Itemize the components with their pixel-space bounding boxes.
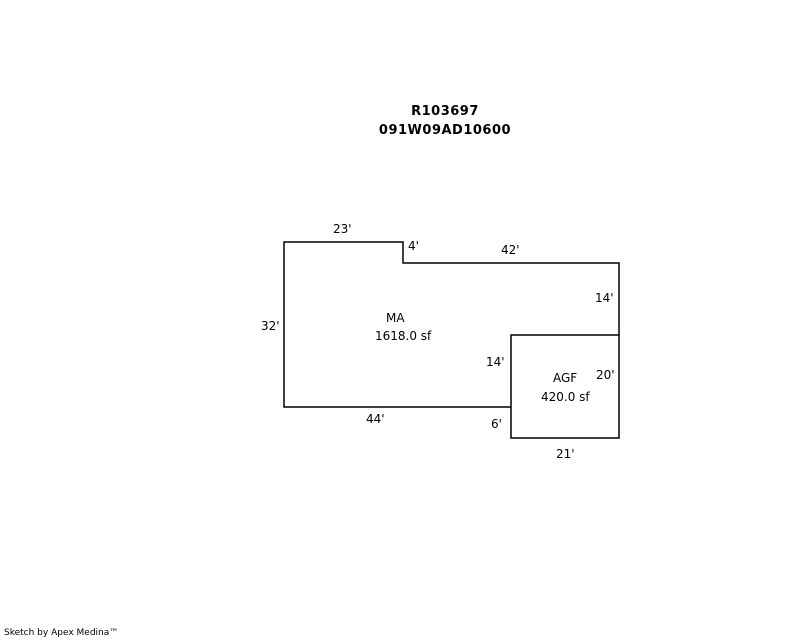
parcel-id: R103697 <box>411 104 479 119</box>
dim-agf-left: 6' <box>491 417 502 431</box>
dim-agf-bottom: 21' <box>556 447 575 461</box>
main-area-outline <box>283 241 620 408</box>
dim-ma-inner: 14' <box>486 355 505 369</box>
sketch-credit: Sketch by Apex Medina™ <box>4 628 119 638</box>
garage-area-label: AGF <box>553 371 577 385</box>
dim-agf-right: 20' <box>596 368 615 382</box>
dim-ma-right: 14' <box>595 291 614 305</box>
garage-area-value: 420.0 sf <box>541 390 590 404</box>
garage-area-outline <box>510 334 620 439</box>
map-number: 091W09AD10600 <box>378 123 512 138</box>
main-area-label: MA <box>386 311 405 325</box>
dim-ma-top-right: 42' <box>501 243 520 257</box>
dim-ma-step: 4' <box>408 239 419 253</box>
dim-ma-bottom: 44' <box>366 412 385 426</box>
dim-ma-top-left: 23' <box>333 222 352 236</box>
main-area-value: 1618.0 sf <box>375 329 432 343</box>
dim-ma-left: 32' <box>261 319 280 333</box>
